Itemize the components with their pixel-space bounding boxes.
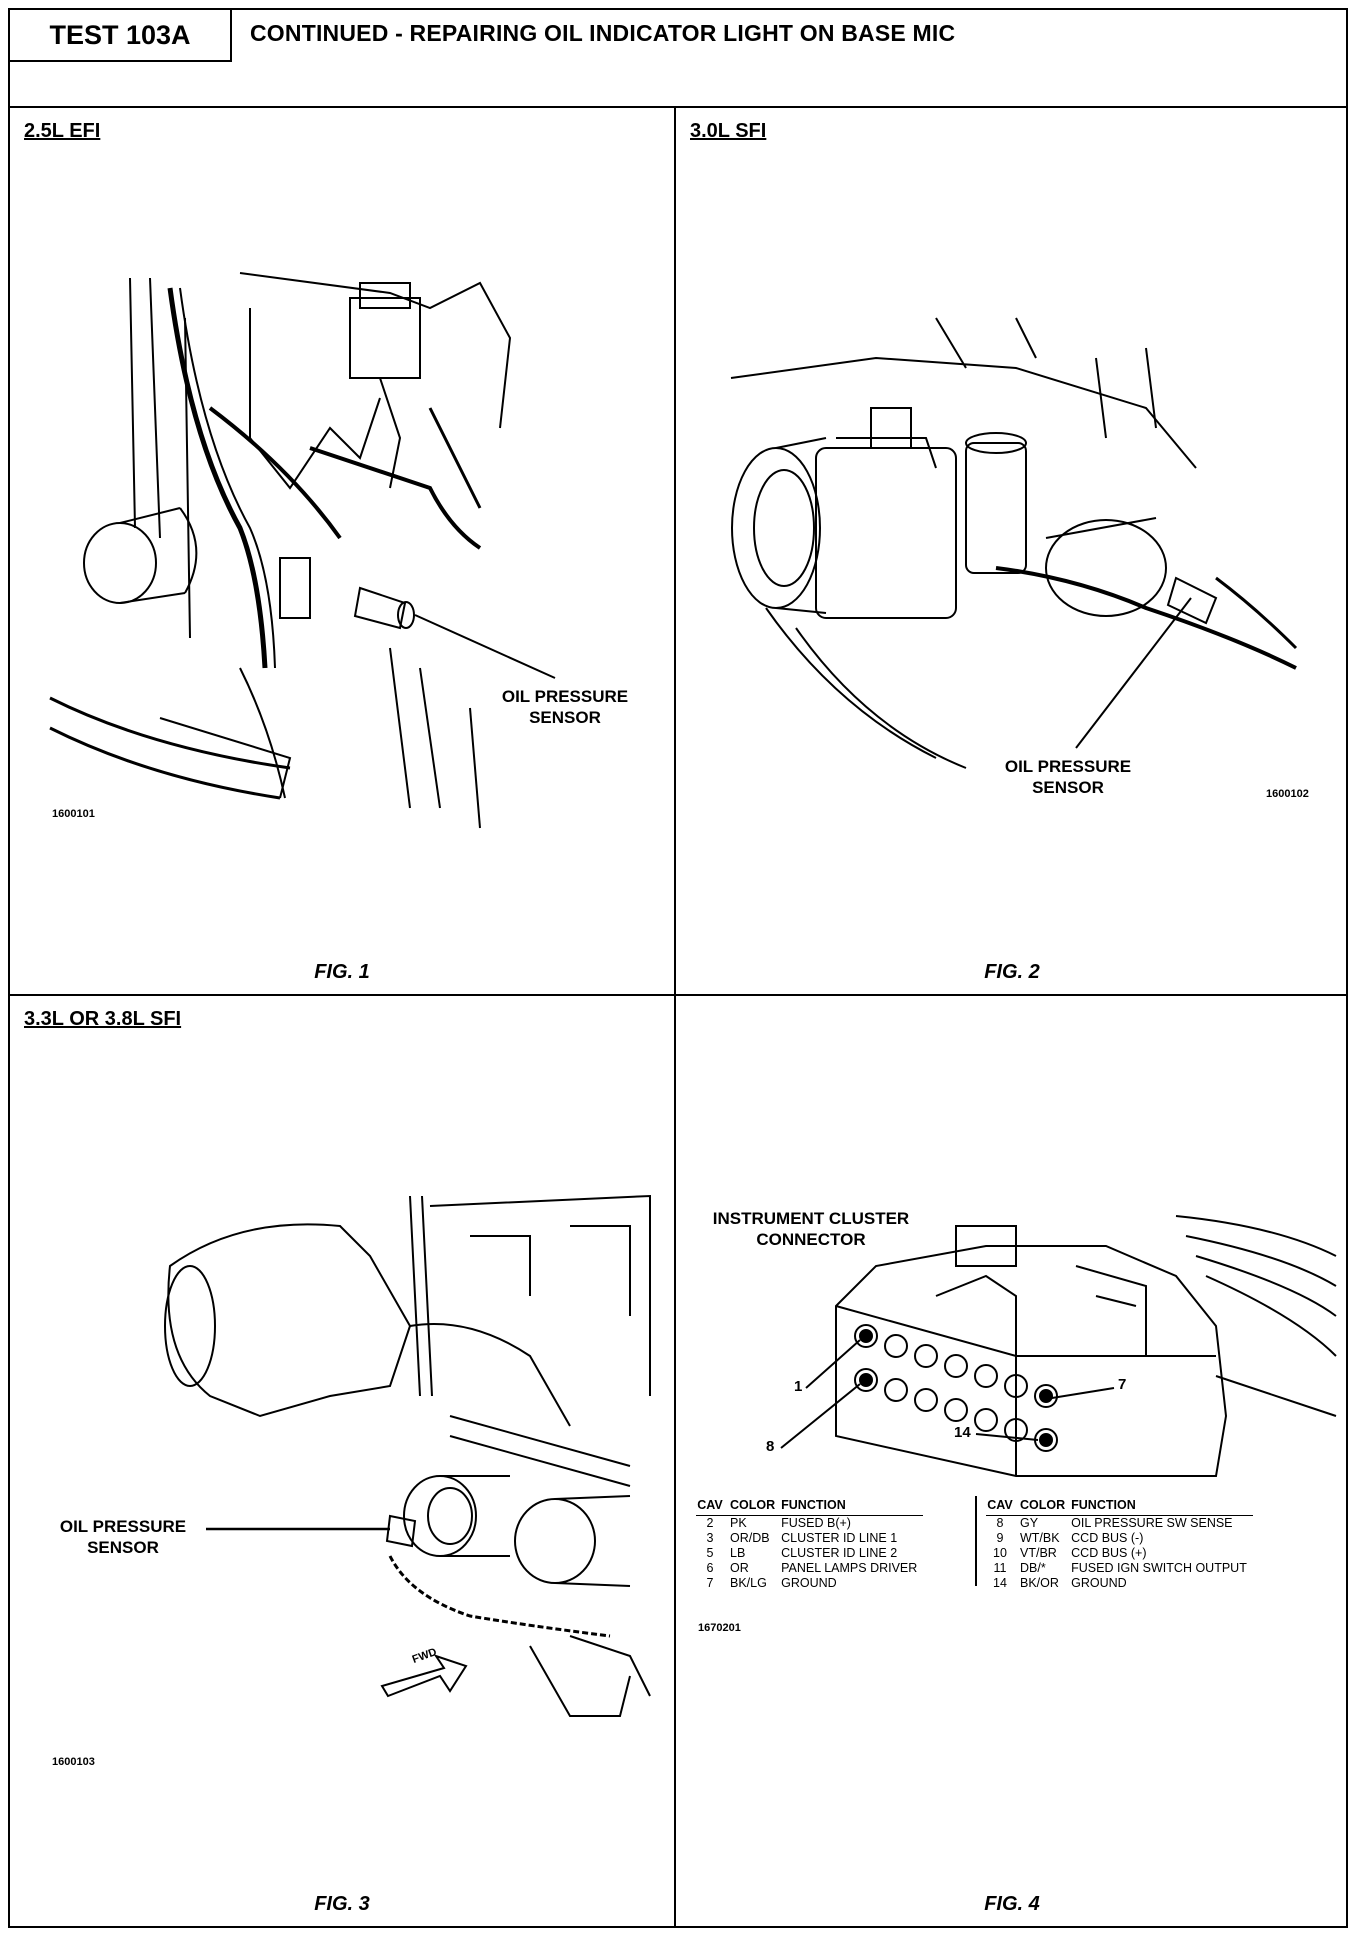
engine-2-5l-illustration: [49, 272, 556, 829]
figure-2-caption: FIG. 2: [984, 961, 1040, 983]
figure-4-ref: 1670201: [698, 1622, 741, 1634]
figure-grid: 2.5L EFI: [10, 108, 1348, 1926]
pin-label-7: 7: [1118, 1376, 1127, 1393]
col-function: FUNCTION: [781, 1498, 924, 1516]
figure-1-ref: 1600101: [52, 808, 95, 820]
figure-2-callout: OIL PRESSURE SENSOR: [1004, 757, 1132, 797]
figure-3-ref: 1600103: [52, 1756, 95, 1768]
figure-4-caption: FIG. 4: [984, 1893, 1040, 1915]
figure-1-callout: OIL PRESSURE SENSOR: [501, 687, 629, 727]
test-id-box: TEST 103A: [10, 10, 232, 62]
service-manual-page: TEST 103A CONTINUED - REPAIRING OIL INDI…: [8, 8, 1348, 1928]
pin-label-8: 8: [766, 1438, 775, 1455]
figure-2-ref: 1600102: [1266, 788, 1309, 800]
instrument-cluster-connector-illustration: [780, 1215, 1337, 1586]
cavity-bottom-row: [854, 1368, 1058, 1452]
figure-1-heading: 2.5L EFI: [24, 120, 101, 142]
col-function: FUNCTION: [1071, 1498, 1253, 1516]
figure-3-caption: FIG. 3: [314, 1893, 370, 1915]
engine-3-0l-illustration: [730, 317, 1298, 769]
col-cav: CAV: [696, 1498, 730, 1516]
figure-3-panel: 3.3L OR 3.8L SFI: [10, 996, 676, 1926]
col-color: COLOR: [730, 1498, 782, 1516]
page-title: CONTINUED - REPAIRING OIL INDICATOR LIGH…: [250, 20, 956, 46]
figure-2-panel: 3.0L SFI: [676, 108, 1348, 996]
figure-4-panel: INSTRUMENT CLUSTER CONNECTOR: [676, 996, 1348, 1926]
figure-2-heading: 3.0L SFI: [690, 120, 767, 142]
col-color: COLOR: [1020, 1498, 1072, 1516]
figure-3-callout: OIL PRESSURE SENSOR: [59, 1517, 187, 1557]
col-cav: CAV: [986, 1498, 1020, 1516]
engine-3-3l-3-8l-illustration: [164, 1194, 651, 1717]
pin-label-14: 14: [954, 1424, 971, 1441]
figure-4-callout: INSTRUMENT CLUSTER CONNECTOR: [712, 1209, 910, 1249]
cavity-top-row: [854, 1324, 1058, 1408]
figure-1-panel: 2.5L EFI: [10, 108, 676, 996]
page-header: TEST 103A CONTINUED - REPAIRING OIL INDI…: [10, 10, 1346, 108]
figure-3-heading: 3.3L OR 3.8L SFI: [24, 1008, 182, 1030]
figure-1-caption: FIG. 1: [314, 961, 370, 983]
pin-label-1: 1: [794, 1378, 803, 1395]
